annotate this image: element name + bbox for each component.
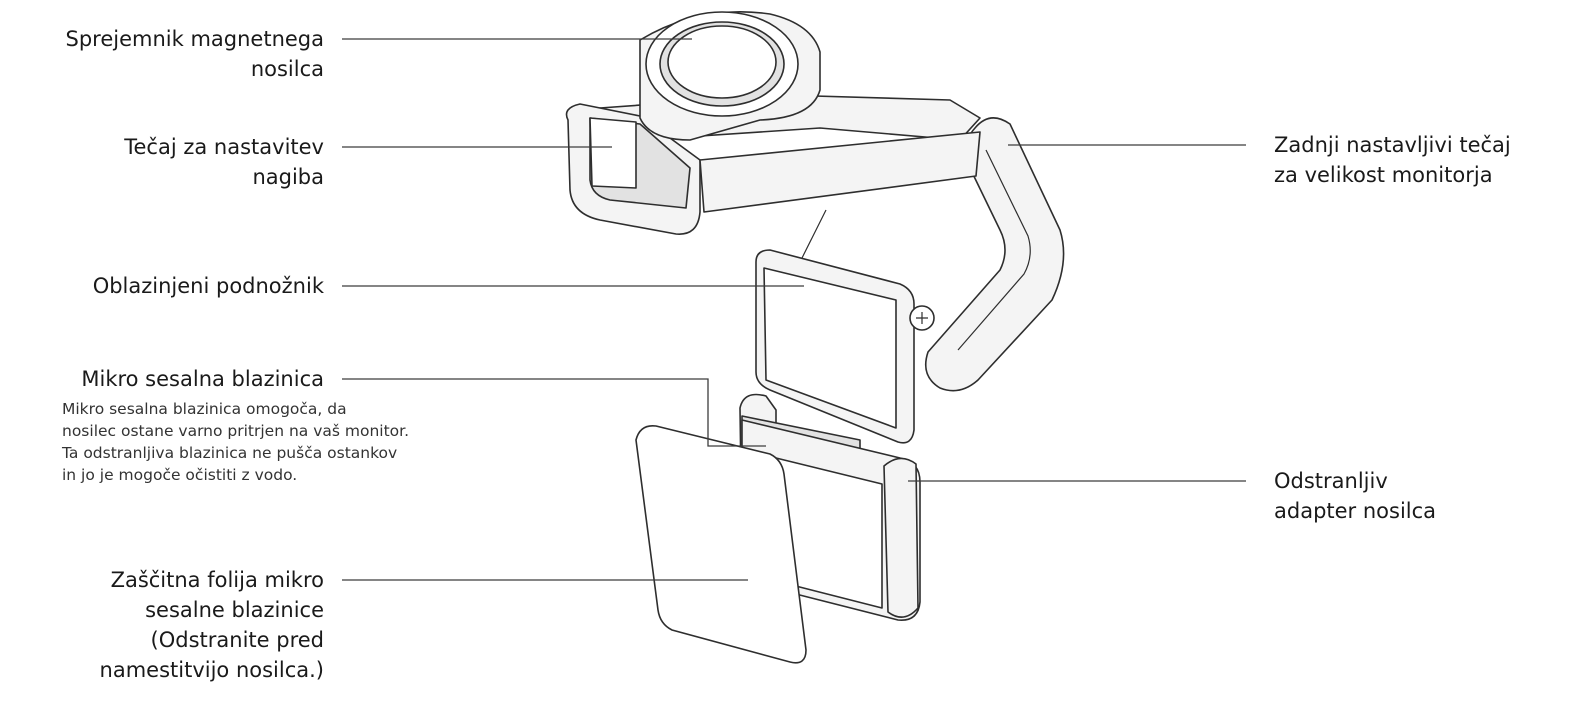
screw-icon — [909, 305, 935, 331]
label-rear-hinge: Zadnji nastavljivi tečaj za velikost mon… — [1274, 133, 1511, 187]
removable-adapter — [741, 419, 921, 621]
label-magnet-receiver: Sprejemnik magnetnega nosilca — [65, 27, 325, 81]
label-removable-adapter: Odstranljiv adapter nosilca — [1274, 469, 1437, 523]
label-protective-film: Zaščitna folija mikro sesalne blazinice … — [99, 568, 324, 682]
label-padded-foot: Oblazinjeni podnožnik — [92, 274, 324, 298]
protective-film — [635, 424, 807, 664]
micro-suction-description: Mikro sesalna blazinica omogoča, da nosi… — [62, 400, 410, 484]
label-tilt-hinge: Tečaj za nastavitev nagiba — [124, 135, 324, 189]
leader-lines — [342, 38, 1246, 581]
top-bracket — [565, 11, 1065, 392]
label-micro-suction-pad: Mikro sesalna blazinica — [81, 367, 324, 391]
padded-foot — [755, 249, 935, 444]
